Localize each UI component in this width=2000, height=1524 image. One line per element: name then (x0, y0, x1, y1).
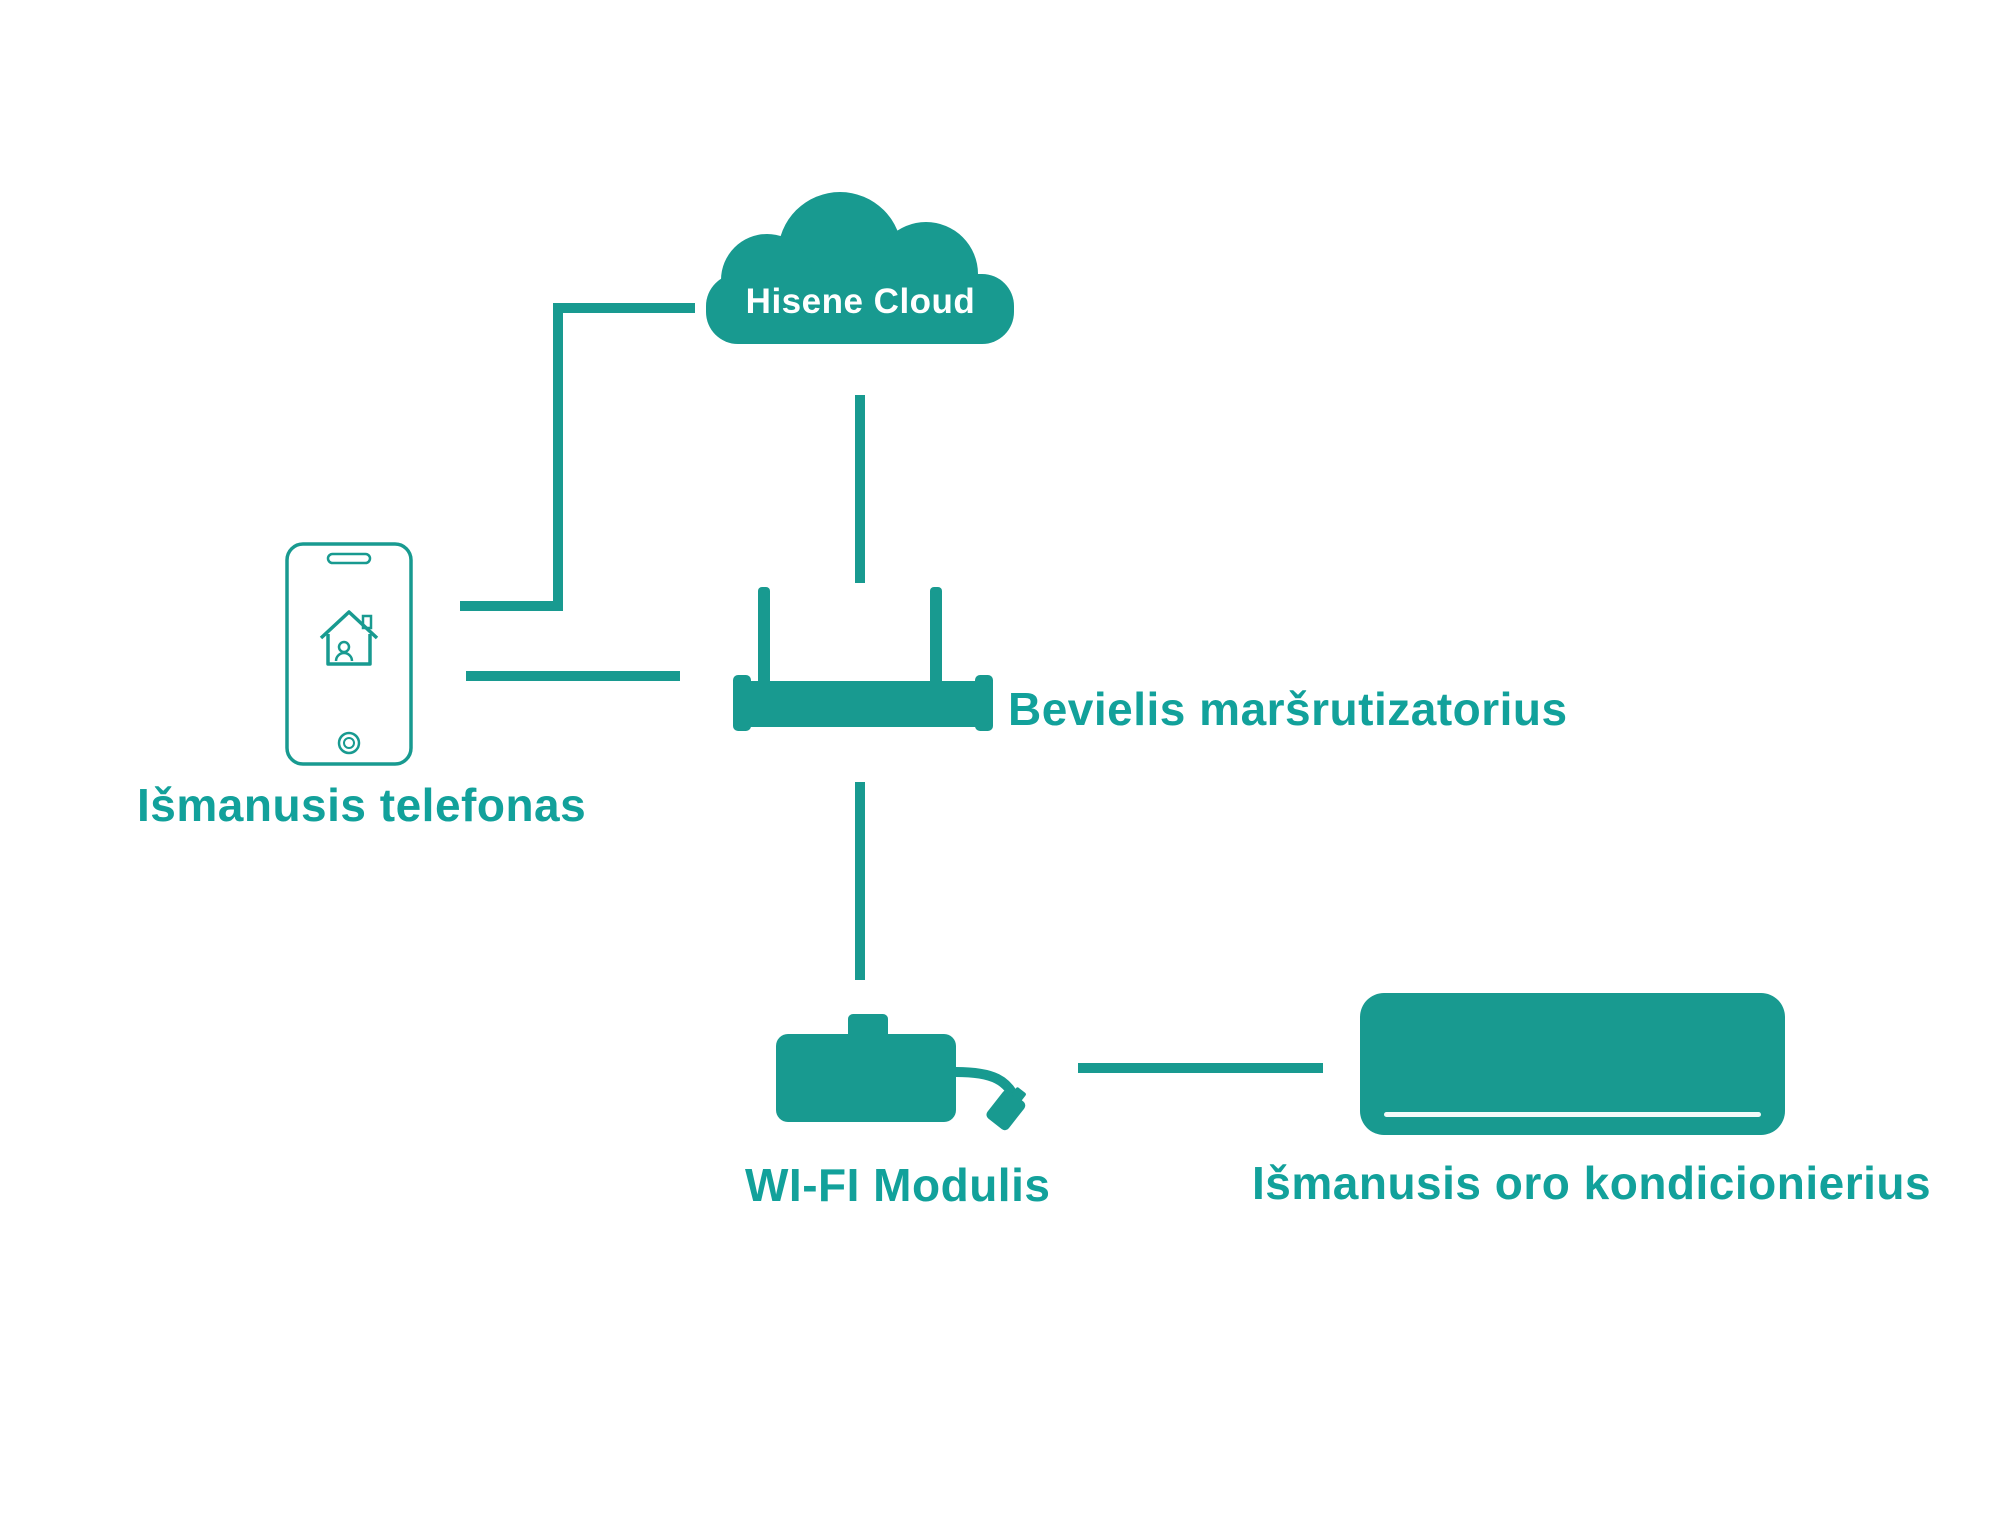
connector-riser-to-cloud (553, 303, 695, 313)
router-icon (733, 587, 993, 731)
air-conditioner-icon (1360, 993, 1785, 1135)
connector-module-to-ac (1078, 1063, 1323, 1073)
wifi-module-icon (776, 1014, 1026, 1131)
air-conditioner-label: Išmanusis oro kondicionierius (1252, 1157, 1932, 1209)
phone-label: Išmanusis telefonas (137, 779, 587, 831)
cloud-icon (706, 192, 1014, 344)
wifi-module-label: WI-FI Modulis (745, 1159, 1051, 1211)
connector-router-to-module (855, 782, 865, 980)
connector-riser-vertical (553, 303, 563, 611)
router-label: Bevielis maršrutizatorius (1008, 683, 1568, 735)
cloud-label: Hisene Cloud (745, 282, 976, 321)
air-conditioner-vent (1384, 1112, 1761, 1117)
connector-phone-riser (460, 601, 563, 611)
connector-cloud-to-router (855, 395, 865, 583)
smartphone-icon (285, 542, 413, 766)
connector-phone-to-router (466, 671, 680, 681)
